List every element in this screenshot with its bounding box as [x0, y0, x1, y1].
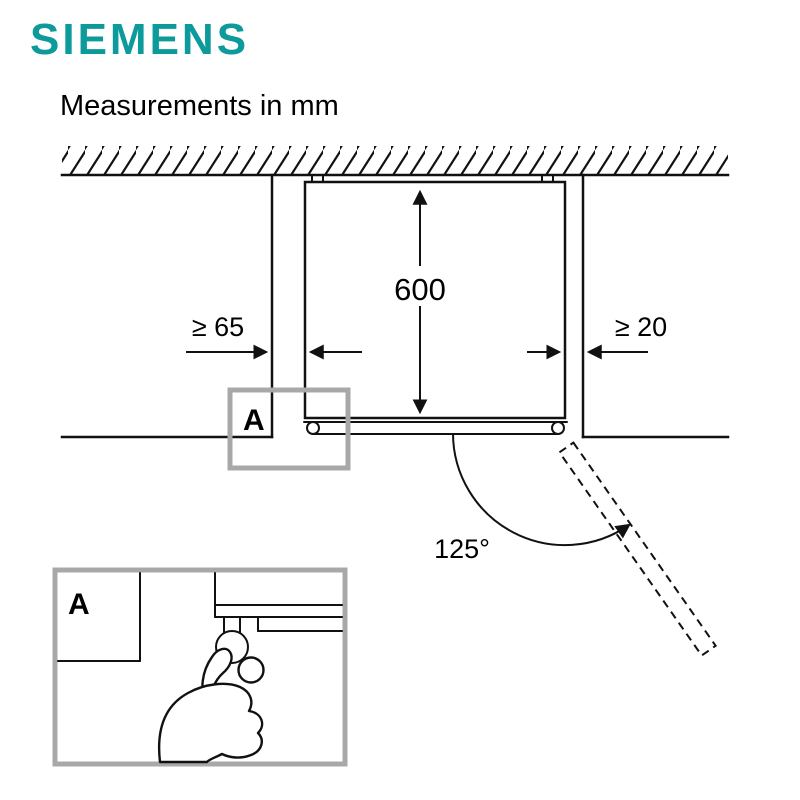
detail-view-label: A: [68, 588, 90, 621]
left-cabinet: [60, 173, 274, 439]
hand-fist: [158, 682, 264, 764]
dim-left-clearance: ≥ 65: [186, 312, 362, 360]
dim-depth-label-bg: [392, 266, 448, 306]
detail-view-frame: [52, 567, 348, 767]
appliance-body: [303, 180, 567, 420]
door-swing: 125°: [434, 432, 718, 657]
dim-depth-label: 600: [394, 272, 446, 307]
detail-view: A: [52, 567, 348, 767]
wall-hatching: [62, 146, 728, 174]
rear-wall: [60, 146, 730, 177]
detail-marker-label: A: [243, 404, 265, 437]
appliance-outline: [303, 174, 567, 420]
dim-right-label: ≥ 20: [615, 312, 667, 342]
door-angle-label: 125°: [434, 534, 490, 564]
door-hinge-right: [551, 421, 565, 435]
dim-right-clearance: ≥ 20: [527, 312, 667, 360]
siemens-logo: SIEMENS: [30, 15, 250, 64]
page-title: Measurements in mm: [60, 90, 339, 122]
detail-marker-frame: [227, 387, 351, 471]
door-open-dashed: [558, 441, 718, 657]
appliance-rear-spacer-right: [541, 174, 554, 183]
appliance-rear-spacer-left: [311, 174, 324, 183]
hand-fingertip: [237, 656, 265, 684]
right-cabinet: [581, 173, 730, 439]
door-hinge-left: [306, 421, 320, 435]
dim-depth: 600: [392, 189, 448, 415]
detail-marker-box: A: [227, 387, 351, 471]
appliance-door-closed: [303, 421, 568, 435]
hand-illustration: [158, 647, 265, 764]
door-swing-arc: [452, 432, 631, 547]
dim-left-label: ≥ 65: [192, 312, 244, 342]
